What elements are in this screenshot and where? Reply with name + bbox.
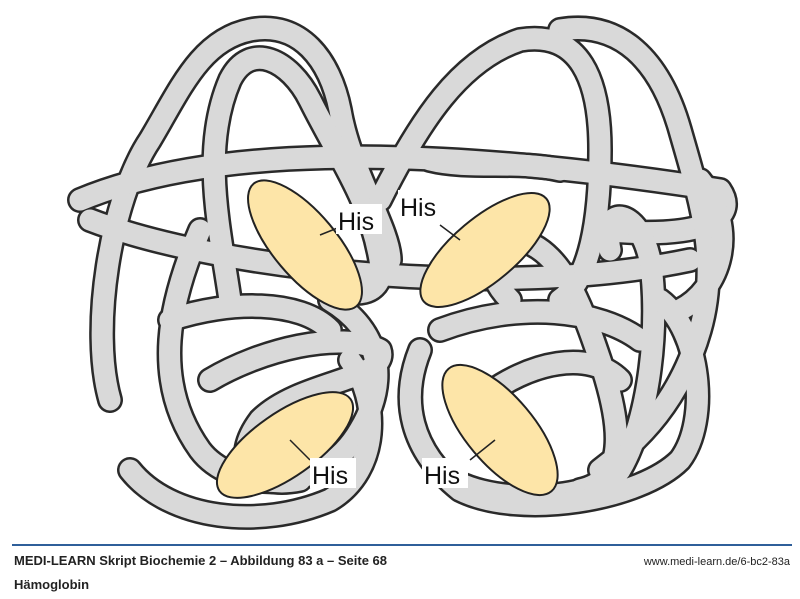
globin-chain: [80, 28, 725, 516]
heme-group-bottom-right: [441, 363, 559, 497]
figure-title: Hämoglobin: [14, 577, 90, 592]
his-label-1: His: [338, 208, 374, 236]
source-url: www.medi-learn.de/6-bc2-83a: [643, 556, 790, 568]
his-label-2: His: [400, 194, 436, 222]
his-label-3: His: [312, 462, 348, 490]
his-label-4: His: [424, 462, 460, 490]
footer-divider: [12, 544, 792, 546]
heme-group-bottom-left: [215, 391, 355, 499]
hemoglobin-diagram: His His His His: [0, 0, 800, 540]
heme-group-top-right: [419, 192, 551, 308]
figure-caption: MEDI-LEARN Skript Biochemie 2 – Abbildun…: [14, 553, 387, 568]
